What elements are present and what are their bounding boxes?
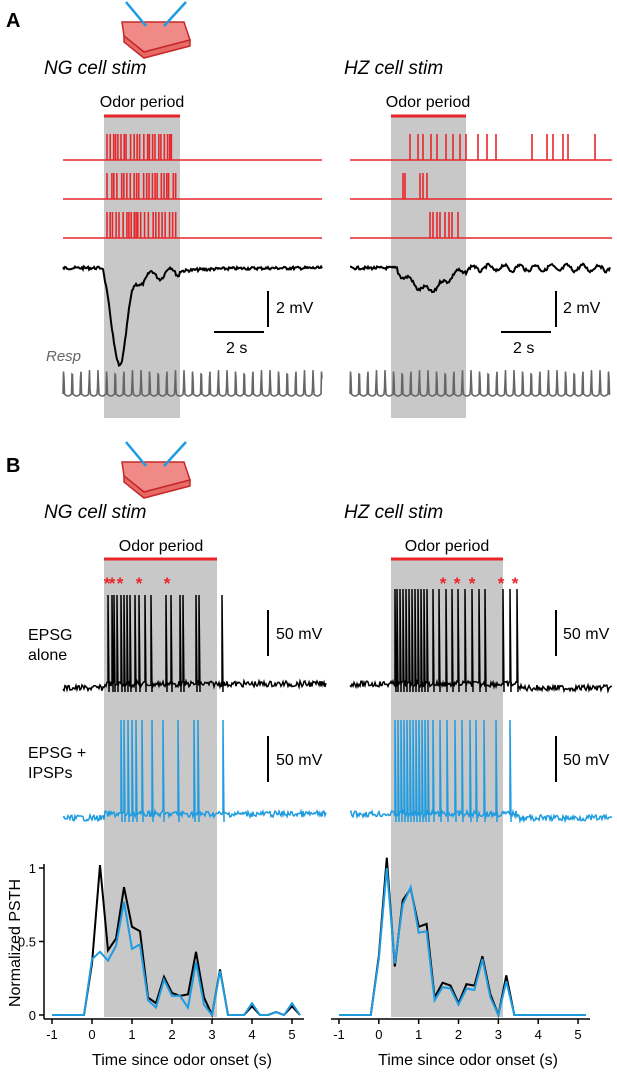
spike-raster-a-left xyxy=(63,134,322,239)
significance-star: * xyxy=(454,574,461,593)
significance-star: * xyxy=(104,574,111,593)
epsg-alone-label-line1: EPSG xyxy=(28,627,72,644)
x-tick-label: 1 xyxy=(415,1027,422,1042)
odor-period-label-b-left: Odor period xyxy=(119,538,204,555)
x-tick-label: 2 xyxy=(168,1027,175,1042)
psth-series-line xyxy=(52,901,301,1018)
significance-stars-right: * * * * * xyxy=(440,574,519,593)
vm-trace-a-right xyxy=(350,262,611,294)
odor-shade-a-left xyxy=(104,116,180,418)
x-tick-label: 1 xyxy=(128,1027,135,1042)
odor-period-label-a-right: Odor period xyxy=(386,94,471,111)
significance-star: * xyxy=(512,574,519,593)
odor-period-label-b-right: Odor period xyxy=(405,538,490,555)
x-tick-label: 0 xyxy=(88,1027,95,1042)
x-tick-label: 0 xyxy=(375,1027,382,1042)
brain-slice-icon xyxy=(121,1,191,59)
significance-star: * xyxy=(440,574,447,593)
scale-label-50mv-b-right-top: 50 mV xyxy=(563,626,610,643)
resp-trace-a-left xyxy=(62,370,323,397)
y-axis-label: Normalized PSTH xyxy=(7,879,24,1007)
x-tick-label: 2 xyxy=(455,1027,462,1042)
y-tick-label: 0 xyxy=(29,1008,36,1023)
epsg-alone-label-line2: alone xyxy=(28,647,67,664)
vm-trace-ipsp-right xyxy=(349,719,613,824)
x-tick-label: 4 xyxy=(535,1027,542,1042)
x-axis-label-left: Time since odor onset (s) xyxy=(92,1052,272,1069)
scale-label-50mv-b-right-bot: 50 mV xyxy=(563,752,610,769)
odor-shade-a-right xyxy=(391,116,466,418)
significance-stars-left: ***** xyxy=(104,574,171,593)
x-tick-label: 5 xyxy=(288,1027,295,1042)
odor-period-label-a-left: Odor period xyxy=(100,94,185,111)
y-tick-label: 1 xyxy=(29,861,36,876)
scale-label-2mv-a-left: 2 mV xyxy=(276,300,314,317)
vm-trace-epsg-left xyxy=(62,594,327,693)
epsg-ipsp-label-line2: IPSPs xyxy=(28,765,72,782)
scale-label-2mv-a-right: 2 mV xyxy=(563,300,601,317)
vm-trace-a-left xyxy=(62,264,323,367)
significance-star: * xyxy=(109,574,116,593)
brain-slice-icon xyxy=(121,441,191,499)
psth-chart-right: -1 0 1 2 3 4 5 xyxy=(331,857,590,1042)
significance-star: * xyxy=(136,574,143,593)
x-tick-label: -1 xyxy=(46,1027,58,1042)
resp-trace-a-right xyxy=(349,370,611,397)
epsg-ipsp-label-line1: EPSG + xyxy=(28,745,86,762)
psth-chart-left: -1 0 1 2 3 4 5 0 0.5 1 xyxy=(18,861,304,1042)
x-tick-label: 4 xyxy=(248,1027,255,1042)
spike-raster-a-right xyxy=(350,134,612,239)
panel-letter-b: B xyxy=(6,455,20,477)
x-tick-label: 5 xyxy=(574,1027,581,1042)
panel-a-left-title: NG cell stim xyxy=(44,58,146,79)
panel-b-left-title: NG cell stim xyxy=(44,502,146,523)
x-tick-label: 3 xyxy=(208,1027,215,1042)
x-tick-label: -1 xyxy=(333,1027,345,1042)
x-tick-label: 3 xyxy=(495,1027,502,1042)
scale-label-2s-a-right: 2 s xyxy=(513,340,534,357)
scale-label-50mv-b-left-bot: 50 mV xyxy=(276,752,323,769)
panel-letter-a: A xyxy=(6,10,20,32)
significance-star: * xyxy=(117,574,124,593)
significance-star: * xyxy=(498,574,505,593)
significance-star: * xyxy=(164,574,171,593)
scale-label-50mv-b-left-top: 50 mV xyxy=(276,626,323,643)
x-axis-label-right: Time since odor onset (s) xyxy=(378,1052,558,1069)
scale-label-2s-a-left: 2 s xyxy=(226,340,247,357)
resp-label: Resp xyxy=(46,348,81,365)
psth-series-line xyxy=(339,867,586,1019)
panel-a-right-title: HZ cell stim xyxy=(344,58,443,79)
vm-trace-epsg-right xyxy=(349,588,613,694)
vm-trace-ipsp-left xyxy=(62,719,327,823)
significance-star: * xyxy=(469,574,476,593)
y-tick-label: 0.5 xyxy=(18,935,36,950)
panel-b-right-title: HZ cell stim xyxy=(344,502,443,523)
